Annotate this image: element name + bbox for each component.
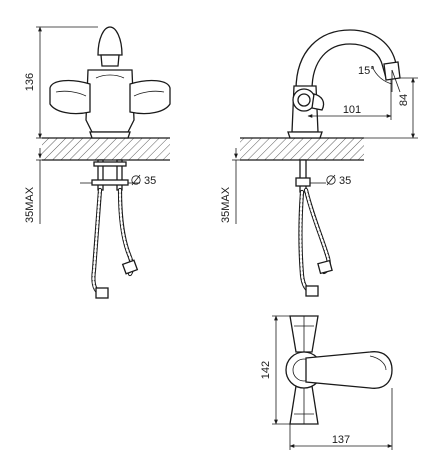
diameter-icon [326, 174, 336, 186]
front-max-thickness-dimension: 35MAX [24, 186, 36, 223]
top-depth-dimension: 142 [260, 361, 272, 379]
front-right-handle [129, 79, 171, 115]
top-view: 142 137 [260, 315, 393, 450]
side-reach-dimension: 101 [343, 104, 361, 116]
front-faucet-body [85, 69, 135, 133]
top-width-dimension: 137 [332, 434, 350, 446]
side-max-thickness-dimension: 35MAX [220, 186, 232, 223]
front-center-knob [97, 26, 123, 56]
side-countertop [240, 138, 364, 160]
diameter-icon [131, 174, 141, 186]
front-height-dimension: 136 [24, 73, 36, 91]
front-view: 136 35MAX 35 [24, 26, 171, 299]
front-countertop [42, 138, 170, 160]
front-hose-left [91, 187, 105, 297]
side-height-dimension: 84 [398, 94, 410, 106]
side-spout [295, 29, 399, 91]
side-diameter-dimension: 35 [339, 175, 351, 187]
top-spout [305, 351, 393, 389]
side-view: 101 84 15° 35MAX 35 [220, 29, 418, 297]
front-diameter-dimension: 35 [144, 175, 156, 187]
side-angle-dimension: 15° [358, 65, 375, 77]
front-left-handle [49, 79, 91, 115]
